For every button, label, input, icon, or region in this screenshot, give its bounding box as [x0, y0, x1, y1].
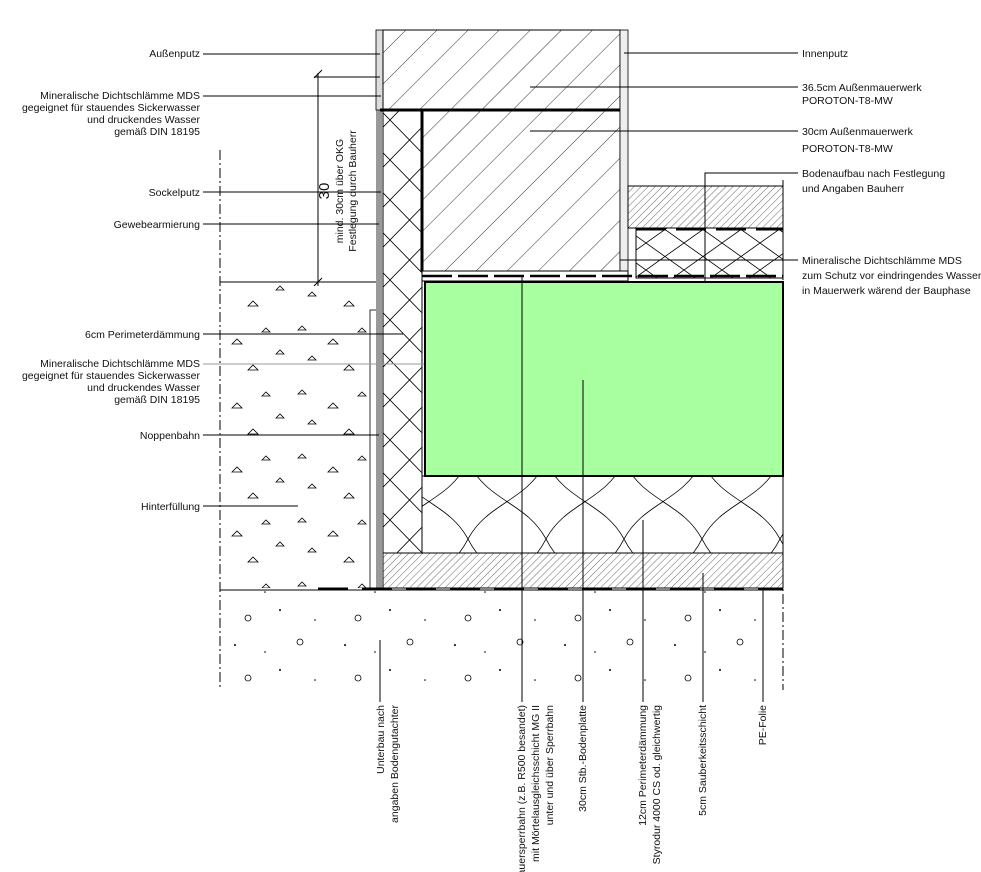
height-dimension: 30 mind. 30cm über OKG Festlegung durch …: [313, 69, 380, 287]
label-text: 30cm Stb.-Bodenplatte: [577, 705, 589, 812]
label-text: Mineralische Dichtschlämme MDS: [40, 90, 200, 102]
label-text: gegeignet für stauendes Sickerwasser: [22, 102, 201, 114]
wall-36-5cm: [382, 29, 621, 111]
label-text: mit Mörtelausgleichsschicht MG II: [530, 705, 542, 862]
bottom-labels: Unterbau nach angaben Bodengutachter Mau…: [375, 276, 769, 872]
label-text: Noppenbahn: [140, 430, 200, 442]
label-text: Unterbau nach: [375, 705, 387, 774]
label-text: Mauersperrbahn (z.B. R500 besandet): [516, 705, 528, 872]
floor-insulation: [635, 227, 784, 279]
label-text: und Angaben Bauherr: [802, 183, 905, 195]
label-text: PE-Folie: [757, 705, 769, 745]
outer-plaster: [375, 29, 384, 111]
label-text: Festlegung durch Bauherr: [347, 130, 359, 252]
label-text: Styrodur 4000 CS od. gleichwertig: [651, 705, 663, 864]
label-text: POROTON-T8-MW: [802, 143, 893, 155]
inner-plaster: [619, 29, 629, 283]
xps-insulation-12cm: [421, 475, 784, 554]
drawing-line: [704, 172, 798, 282]
label-text: Sockelputz: [149, 187, 200, 199]
label-text: Bodenaufbau nach Festlegung: [802, 168, 945, 180]
label-text: 5cm Sauberkeitsschicht: [697, 705, 709, 816]
drawing-line: [313, 69, 323, 79]
concrete-slab: [424, 281, 784, 477]
label-text: und druckendes Wasser: [87, 114, 200, 126]
label-text: gemäß DIN 18195: [114, 394, 200, 406]
label-text: gemäß DIN 18195: [114, 126, 200, 138]
subsoil: [220, 591, 783, 688]
wall-30cm: [421, 109, 621, 273]
perimeter-insulation-6cm: [382, 109, 423, 554]
damp-proof-course: [421, 270, 629, 282]
label-text: mind. 30cm über OKG: [334, 139, 346, 243]
label-text: Innenputz: [802, 48, 848, 60]
label-text: 12cm Perimeterdämmung: [637, 705, 649, 826]
label-text: Außenputz: [149, 48, 200, 60]
label-text: unter und über Sperrbahn: [544, 705, 556, 825]
label-text: zum Schutz vor eindringendes Wasser: [802, 270, 981, 282]
label-text: in Mauerwerk wärend der Bauphase: [802, 285, 971, 297]
label-text: Mineralische Dichtschlämme MDS: [40, 358, 200, 370]
plinth-plaster: [376, 110, 382, 588]
label-text: 30cm Außenmauerwerk: [802, 126, 914, 138]
label-text: Mineralische Dichtschlämme MDS: [802, 255, 962, 267]
label-text: 6cm Perimeterdämmung: [85, 329, 200, 341]
drawing-line: [313, 277, 323, 287]
label-text: Gewebearmierung: [114, 219, 201, 231]
label-text: 30: [316, 183, 333, 200]
label-text: Hinterfüllung: [141, 501, 200, 513]
label-text: 36.5cm Außenmauerwerk: [802, 82, 922, 94]
left-labels: Außenputz Mineralische Dichtschlämme MDS…: [22, 48, 424, 513]
label-text: gegeignet für stauendes Sickerwasser: [22, 370, 201, 382]
label-text: angaben Bodengutachter: [389, 704, 401, 822]
label-text: und druckendes Wasser: [87, 382, 200, 394]
right-labels: Innenputz 36.5cm Außenmauerwerk POROTON-…: [530, 48, 981, 297]
label-text: POROTON-T8-MW: [802, 95, 893, 107]
